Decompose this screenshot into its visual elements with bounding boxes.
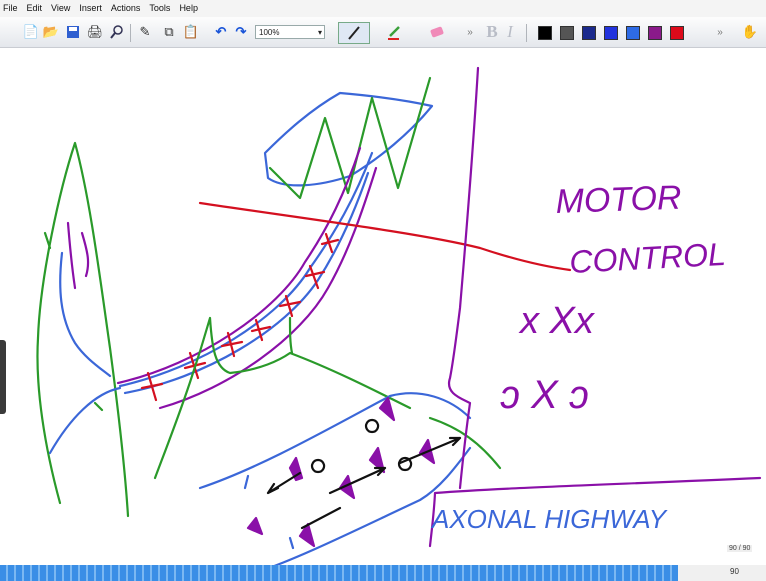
undo-icon[interactable]: ↶	[215, 24, 227, 39]
highway-ticks	[243, 474, 295, 550]
bold-icon[interactable]: B	[486, 22, 498, 41]
axon-purple-2	[158, 166, 378, 410]
blue-stem	[48, 251, 122, 455]
axon-inner	[123, 171, 370, 395]
page-indicator: 90 / 90	[727, 545, 753, 552]
axon-outer	[118, 151, 374, 388]
italic-icon[interactable]: I	[507, 22, 513, 41]
toolbar: 📄 📂 🖨 ✎ ⧉ 📋 ↶ ↷ 100% ▾ » B I » ✋	[0, 17, 766, 48]
toolbar-overflow[interactable]: »	[467, 26, 473, 38]
menu-edit[interactable]: Edit	[26, 3, 43, 13]
save-icon[interactable]	[64, 22, 82, 42]
vesicle-purple	[246, 396, 436, 548]
open-icon[interactable]: 📂	[42, 24, 60, 39]
motor-arrows	[266, 436, 462, 530]
color-swatch[interactable]	[604, 26, 618, 40]
pen-tool-icon[interactable]	[338, 22, 370, 44]
page-number: 90	[730, 567, 739, 576]
new-page-icon[interactable]: 📄	[22, 24, 40, 39]
green-junction	[153, 316, 502, 480]
divider-line	[447, 66, 480, 490]
vesicle-circles	[310, 418, 413, 474]
menu-view[interactable]: View	[51, 3, 71, 13]
menu-file[interactable]: File	[3, 3, 18, 13]
control-label: CONTROL	[568, 236, 726, 280]
green-marks	[43, 231, 104, 412]
redo-icon[interactable]: ↷	[235, 24, 247, 39]
menu-bar: File Edit View Insert Actions Tools Help	[0, 0, 766, 17]
color-swatch[interactable]	[626, 26, 640, 40]
purple-stroke	[66, 221, 90, 290]
eraser-icon[interactable]	[420, 22, 456, 42]
color-swatch[interactable]	[670, 26, 684, 40]
chevron-down-icon: ▾	[317, 28, 322, 37]
copy-icon[interactable]: ⧉	[164, 24, 174, 39]
paste-icon[interactable]: 📋	[182, 24, 200, 39]
page-progress-bar	[0, 565, 678, 581]
toolbar-separator	[526, 24, 527, 42]
color-swatch[interactable]	[648, 26, 662, 40]
highway-outline	[198, 392, 472, 565]
zoom-select[interactable]: 100% ▾	[255, 25, 325, 39]
red-line	[198, 201, 572, 272]
muscle-zigzag	[268, 76, 432, 200]
ink-drawing: MOTOR CONTROL x Xx ɔ X ɔ AXONAL HIGHWAY	[36, 66, 762, 565]
find-icon[interactable]	[108, 22, 126, 42]
whiteboard-canvas[interactable]: MOTOR CONTROL x Xx ɔ X ɔ AXONAL HIGHWAY	[0, 48, 766, 565]
row2-label: ɔ X ɔ	[500, 373, 589, 417]
menu-tools[interactable]: Tools	[149, 3, 171, 13]
axonal-label: AXONAL HIGHWAY	[430, 504, 668, 534]
highlighter-icon[interactable]	[380, 22, 410, 42]
motor-label: MOTOR	[555, 179, 682, 221]
zoom-value: 100%	[259, 28, 280, 37]
menu-help[interactable]: Help	[179, 3, 198, 13]
color-swatch[interactable]	[538, 26, 552, 40]
toolbar-overflow[interactable]: »	[717, 26, 723, 38]
axon-purple-1	[116, 146, 362, 385]
color-swatch[interactable]	[560, 26, 574, 40]
row1-label: x Xx	[518, 300, 596, 342]
menu-insert[interactable]: Insert	[79, 3, 102, 13]
side-panel-tab[interactable]	[0, 340, 6, 414]
green-leaf	[36, 141, 130, 518]
hand-icon[interactable]: ✋	[741, 24, 759, 39]
pen-icon[interactable]: ✎	[139, 24, 151, 39]
toolbar-separator	[130, 24, 131, 42]
print-icon[interactable]: 🖨	[86, 24, 104, 39]
color-swatch[interactable]	[582, 26, 596, 40]
menu-actions[interactable]: Actions	[110, 3, 141, 13]
muscle-outline	[263, 91, 434, 187]
highway-frame	[428, 476, 762, 548]
